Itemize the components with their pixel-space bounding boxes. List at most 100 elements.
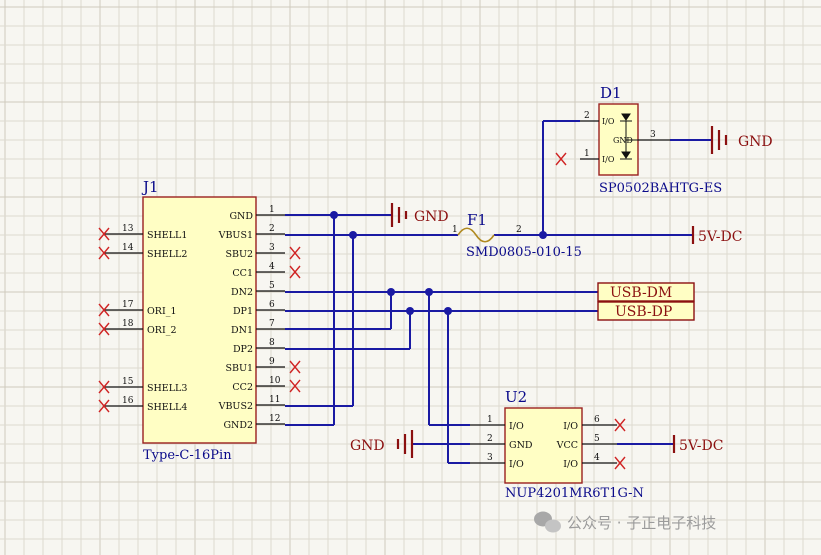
u2-pin-number: 2 [487,434,493,444]
u2-pin-number: 5 [594,434,600,444]
u2-pin-number: 6 [594,415,600,425]
j1-pin-number: 2 [269,224,275,234]
wechat-icon [534,511,561,533]
j1-pin-number: 5 [269,281,275,291]
gnd-label-j1: GND [414,209,449,225]
d1-pin-number: 3 [650,130,656,140]
component-f1[interactable]: F1 1 2 SMD0805-010-15 [452,211,582,260]
u2-body [504,407,583,484]
j1-right-pins: 1GND2VBUS13SBU24CC15DN26DP17DN18DP29SBU1… [218,205,301,431]
junction-dot [539,231,547,239]
j1-pin-number: 14 [122,243,134,253]
d1-designator: D1 [600,84,622,102]
no-connect-marker [555,152,567,166]
j1-pin-number: 17 [122,300,134,310]
j1-pin-name: SHELL3 [147,383,187,394]
d1-pin-name: GND [613,136,633,145]
j1-pin-name: CC1 [232,268,253,279]
gnd-label-u2: GND [350,438,385,454]
j1-pin-number: 7 [269,319,275,329]
u2-pin-name: I/O [509,459,524,470]
j1-pin-number: 10 [269,376,281,386]
j1-body [142,196,257,444]
u2-pin-number: 4 [594,453,600,463]
u2-comment: NUP4201MR6T1G-N [505,486,644,501]
no-connect-marker [289,379,301,393]
fuse-symbol [457,227,495,243]
u2-pin-name: GND [509,440,533,451]
f1-comment: SMD0805-010-15 [466,245,582,260]
j1-pin-name: DN1 [231,325,253,336]
no-connect-marker [98,380,110,394]
u2-pin-name: I/O [563,421,578,432]
vcc-label: 5V-DC [679,438,723,454]
j1-pin-number: 15 [122,377,134,387]
component-j1[interactable]: J1 Type-C-16Pin 13SHELL114SHELL217ORI_11… [98,178,301,463]
u2-pin-number: 3 [487,453,493,463]
j1-pin-name: ORI_1 [147,306,177,317]
j1-pin-number: 3 [269,243,275,253]
j1-pin-number: 9 [269,357,275,367]
gnd-symbol-j1: GND [390,203,449,227]
port-usb-dp[interactable]: USB-DP [597,301,695,321]
junction-dot [444,307,452,315]
f1-designator: F1 [467,211,487,229]
j1-pin-number: 6 [269,300,275,310]
j1-pin-name: VBUS1 [218,230,253,241]
junction-dot [425,288,433,296]
j1-pin-number: 8 [269,338,275,348]
f1-pin2: 2 [516,225,522,235]
j1-pin-name: DN2 [231,287,253,298]
j1-pin-name: CC2 [232,382,253,393]
no-connect-marker [289,360,301,374]
j1-left-pins: 13SHELL114SHELL217ORI_118ORI_215SHELL316… [98,224,187,413]
no-connect-marker [614,418,626,432]
j1-pin-number: 18 [122,319,134,329]
junction-dot [406,307,414,315]
j1-pin-name: SBU1 [225,363,253,374]
j1-pin-number: 13 [122,224,134,234]
port-usb-dm-label: USB-DM [610,285,672,301]
no-connect-marker [98,322,110,336]
watermark: 公众号 · 子正电子科技 [534,511,716,533]
j1-pin-number: 1 [269,205,275,215]
junction-dot [349,231,357,239]
u2-designator: U2 [505,388,527,406]
j1-pin-name: DP2 [233,344,253,355]
j1-pin-number: 12 [269,414,280,424]
j1-pin-name: ORI_2 [147,325,177,336]
vbus-label: 5V-DC [698,229,742,245]
port-usb-dp-label: USB-DP [615,304,672,320]
j1-pin-name: SHELL1 [147,230,187,241]
junctions [330,211,547,315]
d1-comment: SP0502BAHTG-ES [599,181,722,196]
d1-pin-name: I/O [602,117,615,126]
tvs-diode-icon [620,113,638,160]
d1-pin-name: I/O [602,155,615,164]
power-5v-u2: 5V-DC [672,435,723,454]
watermark-text: 公众号 · 子正电子科技 [567,514,716,532]
j1-pin-number: 4 [269,262,275,272]
d1-pin-number: 2 [584,111,590,121]
j1-designator: J1 [141,178,159,196]
j1-pin-name: SHELL4 [147,402,187,413]
port-usb-dm[interactable]: USB-DM [597,282,695,302]
j1-pin-name: SHELL2 [147,249,187,260]
j1-pin-name: VBUS2 [218,401,253,412]
junction-dot [330,211,338,219]
d1-pin-number: 1 [584,149,590,159]
wires [285,120,712,464]
j1-pin-name: SBU2 [225,249,253,260]
u2-pin-name: I/O [509,421,524,432]
u2-pin-name: I/O [563,459,578,470]
j1-comment: Type-C-16Pin [143,448,232,463]
junction-dot [387,288,395,296]
component-d1[interactable]: D1 2 1 3 I/O I/O GND SP0502BAHTG-ES [580,84,722,196]
u2-pin-number: 1 [487,415,493,425]
no-connect-marker [98,246,110,260]
no-connect-marker [98,227,110,241]
no-connect-marker [98,303,110,317]
